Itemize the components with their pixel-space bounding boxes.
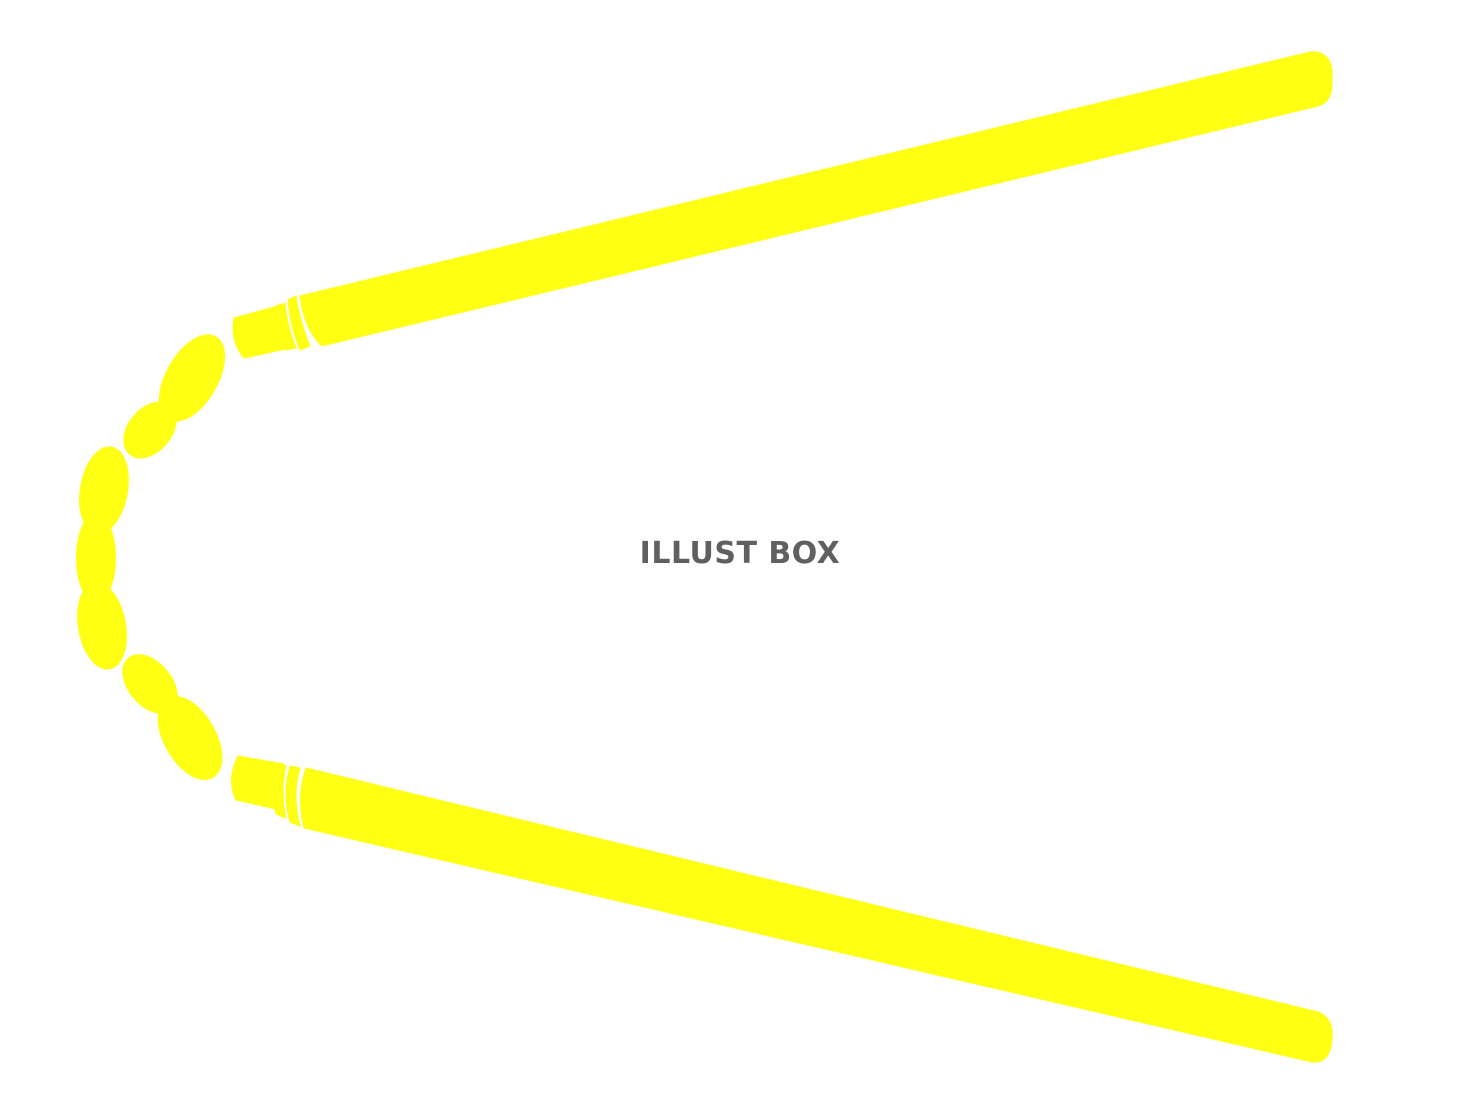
chain-link bbox=[77, 582, 127, 670]
lower-ring bbox=[285, 765, 301, 827]
upper-end-cap bbox=[232, 305, 291, 359]
lower-stick bbox=[300, 767, 1333, 1063]
watermark: ILLUST BOX bbox=[639, 536, 841, 571]
chain bbox=[76, 334, 226, 780]
lower-end-cap bbox=[231, 755, 285, 811]
chain-link bbox=[123, 401, 177, 459]
upper-ring bbox=[287, 295, 311, 351]
chain-link bbox=[157, 696, 223, 780]
upper-stick bbox=[299, 51, 1333, 347]
